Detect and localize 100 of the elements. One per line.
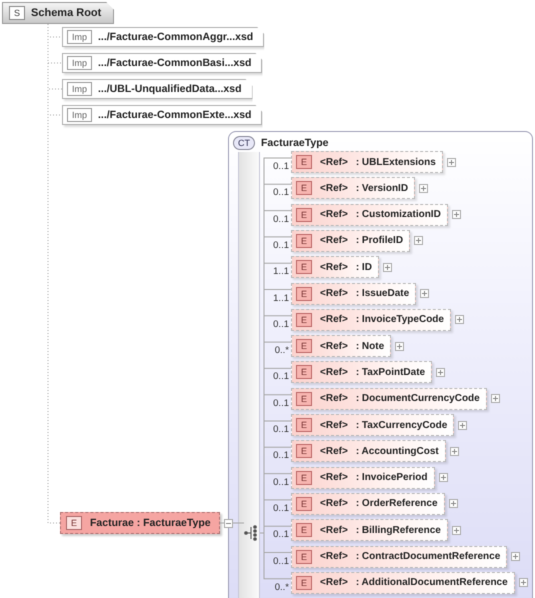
element-name: : TaxPointDate — [356, 366, 426, 378]
cardinality-label: 0..1 — [272, 502, 289, 514]
ref-label: <Ref> — [320, 498, 348, 510]
element-name: : Note — [356, 340, 384, 352]
import-badge: Imp — [67, 108, 92, 122]
element-name: : CustomizationID — [356, 209, 441, 220]
element-name: : UBLExtensions — [356, 156, 436, 168]
complex-type-name: FacturaeType — [261, 137, 328, 149]
element-name: : VersionID — [356, 182, 408, 194]
cardinality-label: 1..1 — [272, 266, 289, 278]
element-badge: E — [296, 155, 312, 169]
element-box — [291, 204, 448, 226]
element-badge: E — [296, 444, 312, 458]
element-name: : InvoicePeriod — [356, 472, 428, 484]
ref-label: <Ref> — [320, 472, 348, 484]
element-badge: E — [296, 339, 312, 354]
ref-label: <Ref> — [320, 551, 348, 562]
cardinality-label: 0..1 — [272, 424, 289, 435]
element-box — [291, 519, 448, 542]
ref-label: <Ref> — [320, 209, 348, 220]
element-badge: E — [296, 550, 312, 564]
ref-label: <Ref> — [320, 340, 348, 352]
ref-label: <Ref> — [320, 366, 348, 378]
element-box — [291, 282, 416, 304]
cardinality-label: 0..1 — [272, 240, 289, 251]
element-badge: E — [296, 234, 312, 248]
element-badge: E — [296, 260, 312, 274]
element-name: : InvoiceTypeCode — [356, 314, 444, 326]
ref-label: <Ref> — [320, 393, 348, 404]
cardinality-label: 0..1 — [272, 187, 289, 198]
cardinality-label: 0..* — [274, 582, 289, 593]
element-name: Facturae : FacturaeType — [90, 517, 211, 529]
schema-root-box — [2, 2, 114, 24]
cardinality-label: 0..1 — [272, 556, 289, 566]
element-name: : ProfileID — [356, 235, 404, 246]
ref-label: <Ref> — [320, 577, 348, 588]
element-name: : DocumentCurrencyCode — [356, 393, 480, 404]
cardinality-label: 0..* — [274, 345, 289, 356]
element-box — [291, 230, 410, 252]
element-name: : TaxCurrencyCode — [356, 420, 448, 430]
cardinality-label: 0..1 — [272, 450, 289, 462]
element-box — [60, 512, 220, 534]
element-badge: E — [296, 208, 312, 222]
import-badge: Imp — [67, 30, 92, 44]
ref-label: <Ref> — [320, 235, 348, 246]
element-box — [291, 361, 432, 384]
element-box — [291, 335, 392, 358]
element-name: : AdditionalDocumentReference — [356, 577, 508, 588]
element-badge: E — [296, 392, 312, 406]
import-path: .../Facturae-CommonExte...xsd — [98, 109, 252, 121]
import-box — [62, 53, 262, 73]
cardinality-label: 1..1 — [272, 292, 289, 304]
cardinality-label: 0..1 — [272, 476, 289, 488]
complex-type-badge: CT — [233, 136, 255, 150]
cardinality-label: 0..1 — [272, 214, 289, 225]
schema-badge: S — [9, 6, 26, 20]
ref-label: <Ref> — [320, 420, 348, 430]
ref-label: <Ref> — [320, 314, 348, 326]
element-badge: E — [66, 516, 82, 530]
element-box — [291, 151, 443, 173]
cardinality-label: 0..1 — [272, 371, 289, 382]
ref-label: <Ref> — [320, 156, 348, 168]
sequence-icon — [244, 525, 260, 541]
element-box — [291, 546, 508, 568]
element-box — [291, 466, 434, 489]
element-badge: E — [296, 312, 312, 327]
import-path: .../UBL-UnqualifiedData...xsd — [98, 83, 242, 95]
import-box — [62, 27, 264, 47]
cardinality-label: 0..1 — [272, 161, 289, 172]
ref-label: <Ref> — [320, 262, 348, 273]
element-name: : IssueDate — [356, 288, 410, 299]
element-badge: E — [296, 576, 312, 590]
element-box — [291, 388, 487, 410]
ref-label: <Ref> — [320, 182, 348, 194]
element-name: : AccountingCost — [356, 446, 439, 457]
element-box — [291, 256, 379, 278]
element-badge: E — [296, 286, 312, 300]
import-path: .../Facturae-CommonBasi...xsd — [98, 57, 252, 69]
cardinality-label: 0..1 — [272, 398, 289, 409]
element-box — [291, 177, 416, 200]
element-badge: E — [296, 365, 312, 380]
import-badge: Imp — [67, 56, 92, 70]
cardinality-label: 0..1 — [272, 318, 289, 330]
schema-root-label: Schema Root — [31, 7, 102, 19]
element-badge: E — [296, 470, 312, 485]
element-badge: E — [296, 418, 312, 432]
cardinality-label: 0..1 — [272, 529, 289, 540]
ref-label: <Ref> — [320, 288, 348, 299]
element-badge: E — [296, 496, 312, 511]
element-box — [291, 572, 515, 594]
ref-label: <Ref> — [320, 524, 348, 536]
import-badge: Imp — [67, 82, 92, 96]
element-name: : BillingReference — [356, 524, 441, 536]
element-box — [291, 492, 445, 515]
ref-label: <Ref> — [320, 446, 348, 457]
element-box — [291, 308, 451, 331]
import-path: .../Facturae-CommonAggr...xsd — [98, 31, 254, 43]
import-box — [62, 79, 253, 99]
complex-type-box — [228, 131, 533, 598]
element-name: : OrderReference — [356, 498, 438, 510]
